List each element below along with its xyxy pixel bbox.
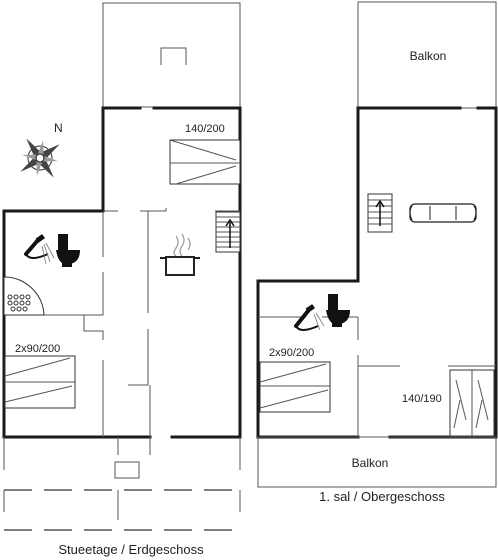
stove-pot-icon [160,233,200,276]
sauna-heater-icon [3,276,45,316]
terrace-area [102,2,241,108]
ground-floor-caption: Stueetage / Erdgeschoss [58,542,204,557]
bed-icon [169,139,241,185]
ground-exterior-wall [2,106,242,439]
toilet-icon [326,294,350,327]
sofa-icon [409,203,477,223]
compass-rose-icon [20,138,60,178]
bed-icon [4,355,76,409]
terrace-chimney [160,47,187,65]
ground-floor [2,2,242,531]
wardrobe-icon [449,369,495,437]
bed-label-2x90-200-upper: 2x90/200 [269,347,314,359]
bed-label-140-190: 140/190 [402,393,442,405]
bed-label-2x90-200: 2x90/200 [15,343,60,355]
entrance-step [114,461,140,479]
stairs-icon [367,193,393,233]
north-label: N [54,121,63,135]
ground-interior-wall [83,211,104,437]
shower-icon [24,234,55,265]
shower-icon [294,304,325,331]
stairs-icon [215,211,241,253]
balcony-label-bottom: Balkon [352,456,389,470]
upper-floor [256,1,498,488]
ground-terrace-outline [4,489,240,531]
balcony-label-top: Balkon [410,49,447,63]
upper-floor-caption: 1. sal / Obergeschoss [319,489,445,504]
bed-icon [259,361,331,413]
ground-interior-wall [104,208,240,437]
bed-label-140-200: 140/200 [185,123,225,135]
upper-balcony-bottom [257,436,497,488]
entrance-door [117,437,151,455]
ground-terrace-outline [3,437,241,520]
toilet-icon [56,234,80,267]
